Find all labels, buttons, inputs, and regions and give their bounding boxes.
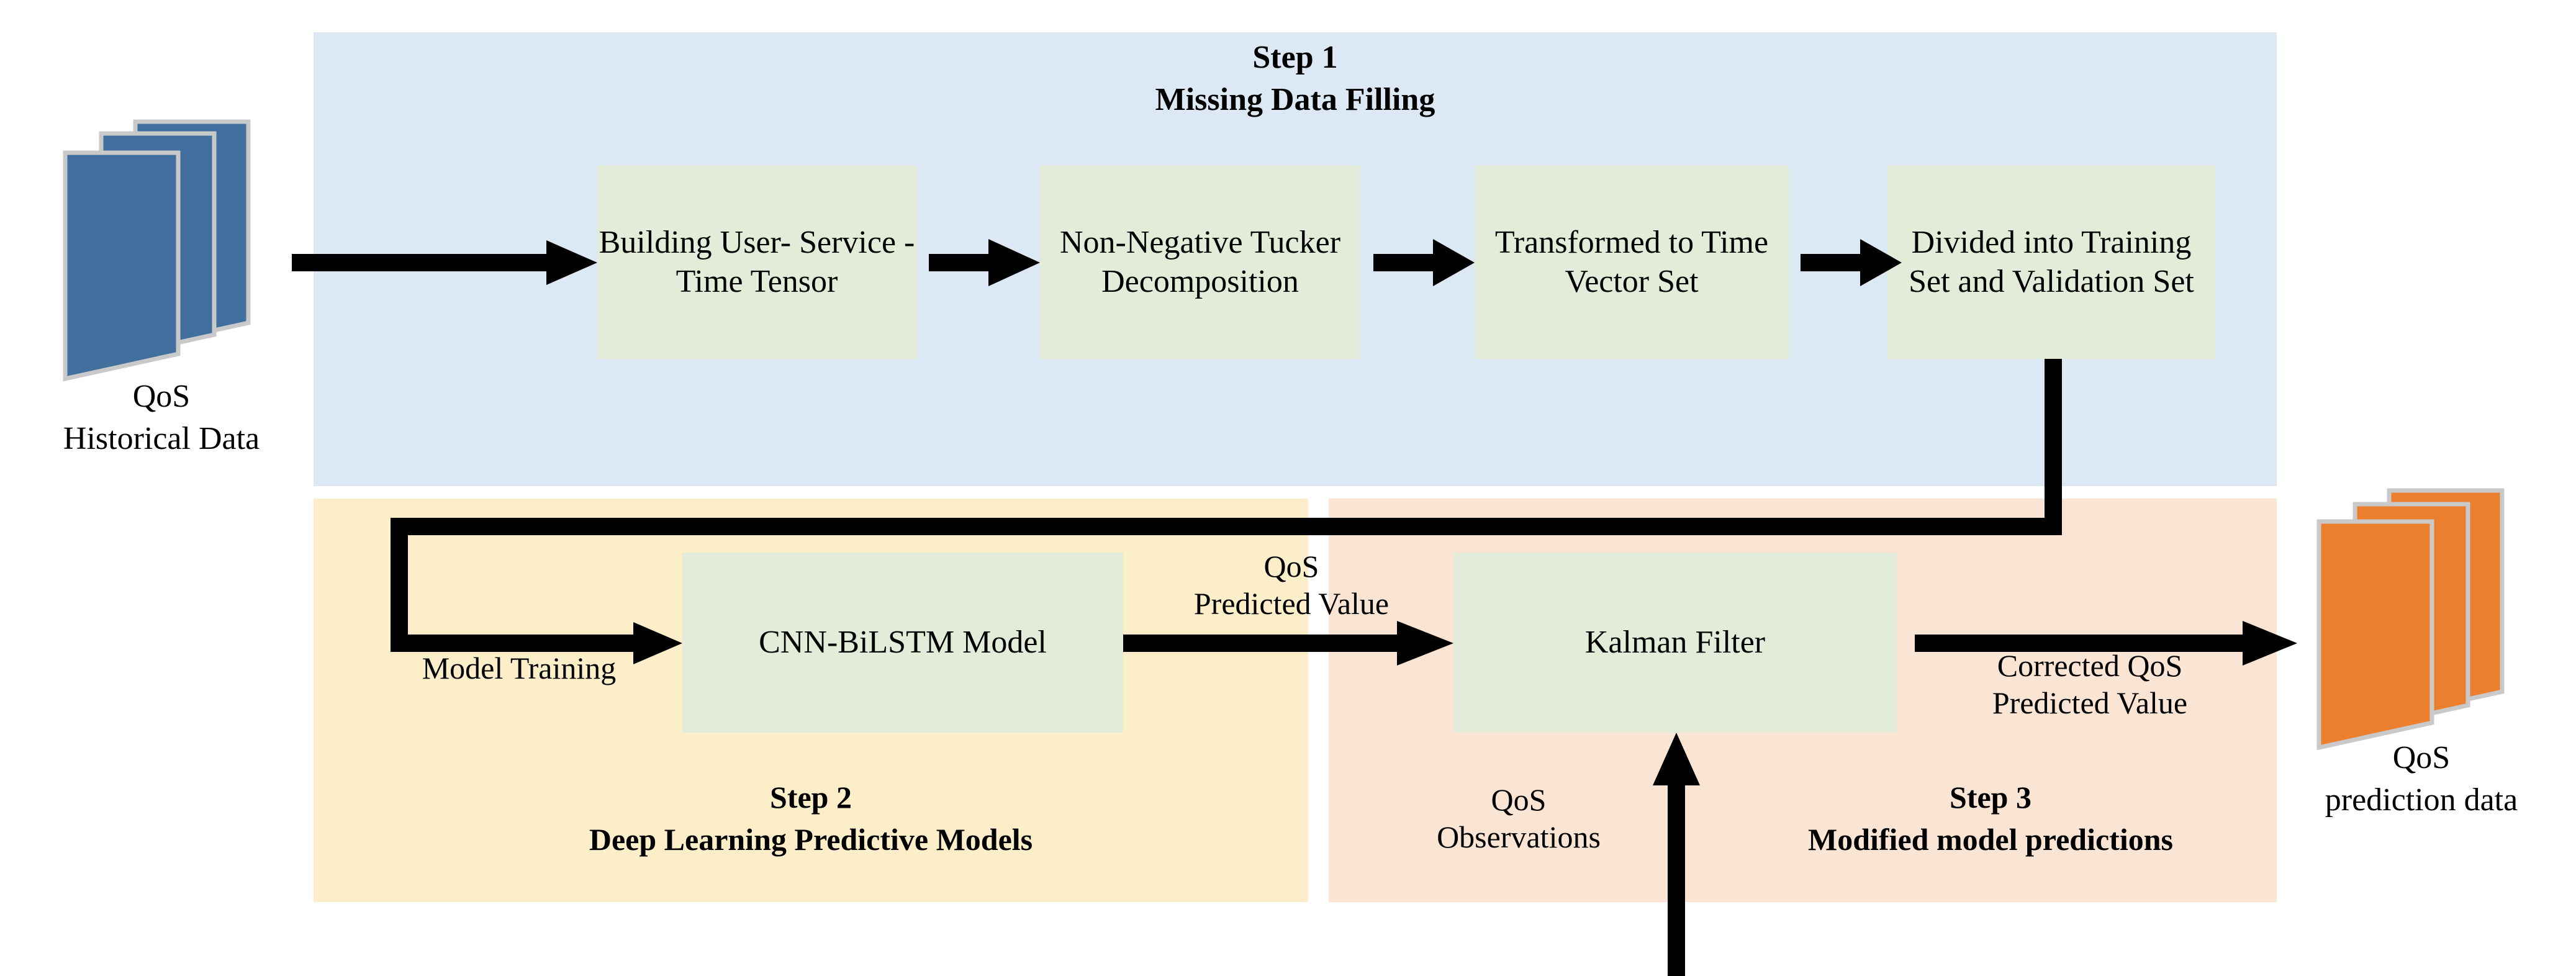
step2-heading-number: Step 2: [770, 780, 852, 815]
output-caption-line2: prediction data: [2325, 782, 2518, 818]
process-box-kalman-filter[interactable]: Kalman Filter: [1453, 553, 1897, 733]
edge-label-model-training: Model Training: [422, 651, 617, 685]
step2-heading-title: Deep Learning Predictive Models: [589, 822, 1033, 857]
step1-heading-title: Missing Data Filling: [1155, 82, 1435, 117]
process-box-time-vector-set[interactable]: Transformed to Time Vector Set: [1475, 165, 1789, 359]
input-caption-line1: QoS: [132, 379, 191, 414]
edge-label-qos-observations: QoS Observations: [1437, 782, 1601, 854]
step3-heading-title: Modified model predictions: [1808, 822, 2173, 857]
process-box-train-validation-split[interactable]: Divided into Training Set and Validation…: [1887, 165, 2215, 359]
qos-prediction-data-stack: [2316, 488, 2505, 751]
output-caption-line1: QoS: [2392, 740, 2451, 775]
process-box-cnn-bilstm-model[interactable]: CNN-BiLSTM Model: [682, 553, 1123, 733]
edge-label-qos-predicted-value: QoS Predicted Value: [1193, 549, 1390, 621]
edge-label-corrected-qos: Corrected QoS Predicted Value: [1992, 648, 2188, 720]
process-box-building-tensor[interactable]: Building User- Service -Time Tensor: [597, 165, 916, 359]
process-box-tucker-decomposition[interactable]: Non-Negative Tucker Decomposition: [1040, 165, 1360, 359]
step3-heading-number: Step 3: [1950, 780, 2031, 815]
qos-historical-data-stack: [63, 119, 251, 382]
input-caption-line2: Historical Data: [63, 421, 260, 456]
step1-heading-number: Step 1: [1252, 40, 1338, 75]
